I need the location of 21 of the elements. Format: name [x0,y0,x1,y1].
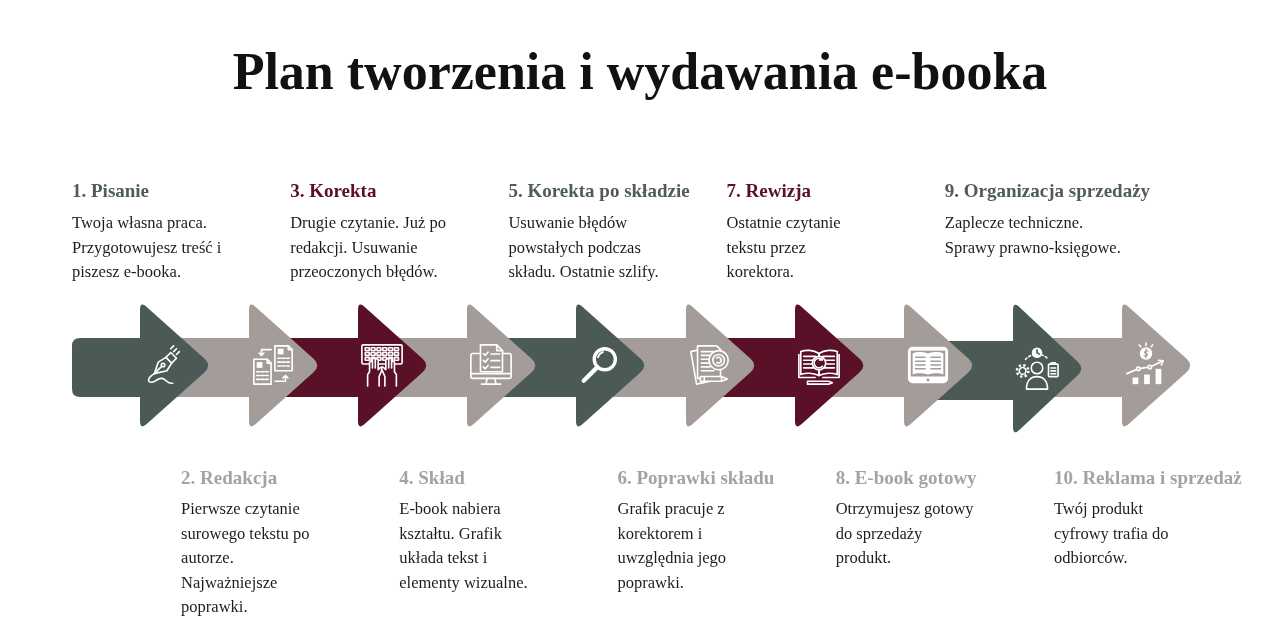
step-description: Ostatnie czytanie tekstu przez korektora. [726,212,842,283]
step-heading: 7. Rewizja [726,179,811,203]
step-heading: 3. Korekta [290,179,377,203]
step-description: Twój produkt cyfrowy trafia do odbiorców. [1053,498,1170,569]
step-heading: 2. Redakcja [181,466,278,490]
step-description: Drugie czytanie. Już po redakcji. Usuwanie przeoczonych błędów. [290,212,447,283]
step-heading: 1. Pisanie [72,179,150,203]
step-heading: 5. Korekta po składzie [508,179,690,203]
step-description: Otrzymujesz gotowy do sprzedaży produkt. [835,498,975,569]
step-heading: 6. Poprawki składu [617,466,775,490]
step-description: Pierwsze czytanie surowego tekstu po autorze. Najważniejsze poprawki. [181,498,311,618]
step-description: Usuwanie błędów powstałych podczas składu. Ostatnie szlify. [508,212,660,283]
step-heading: 9. Organizacja sprzedaży [944,179,1151,203]
step-heading: 8. E-book gotowy [835,466,977,490]
step-description: Twoja własna praca. Przygotowujesz treść i piszesz e-booka. [72,212,223,283]
title: Plan tworzenia i wydawania e-booka [232,42,1048,102]
step-description: Grafik pracuje z korektorem i uwzględnia jego poprawki. [617,498,728,594]
step-heading: 4. Skład [399,466,465,490]
step-description: E-book nabiera kształtu. Grafik układa tekst i elementy wizualne. [399,498,529,594]
step-heading: 10. Reklama i sprzedaż [1053,466,1242,490]
step-description: Zaplecze techniczne. Sprawy prawno-księgowe. [944,212,1122,259]
